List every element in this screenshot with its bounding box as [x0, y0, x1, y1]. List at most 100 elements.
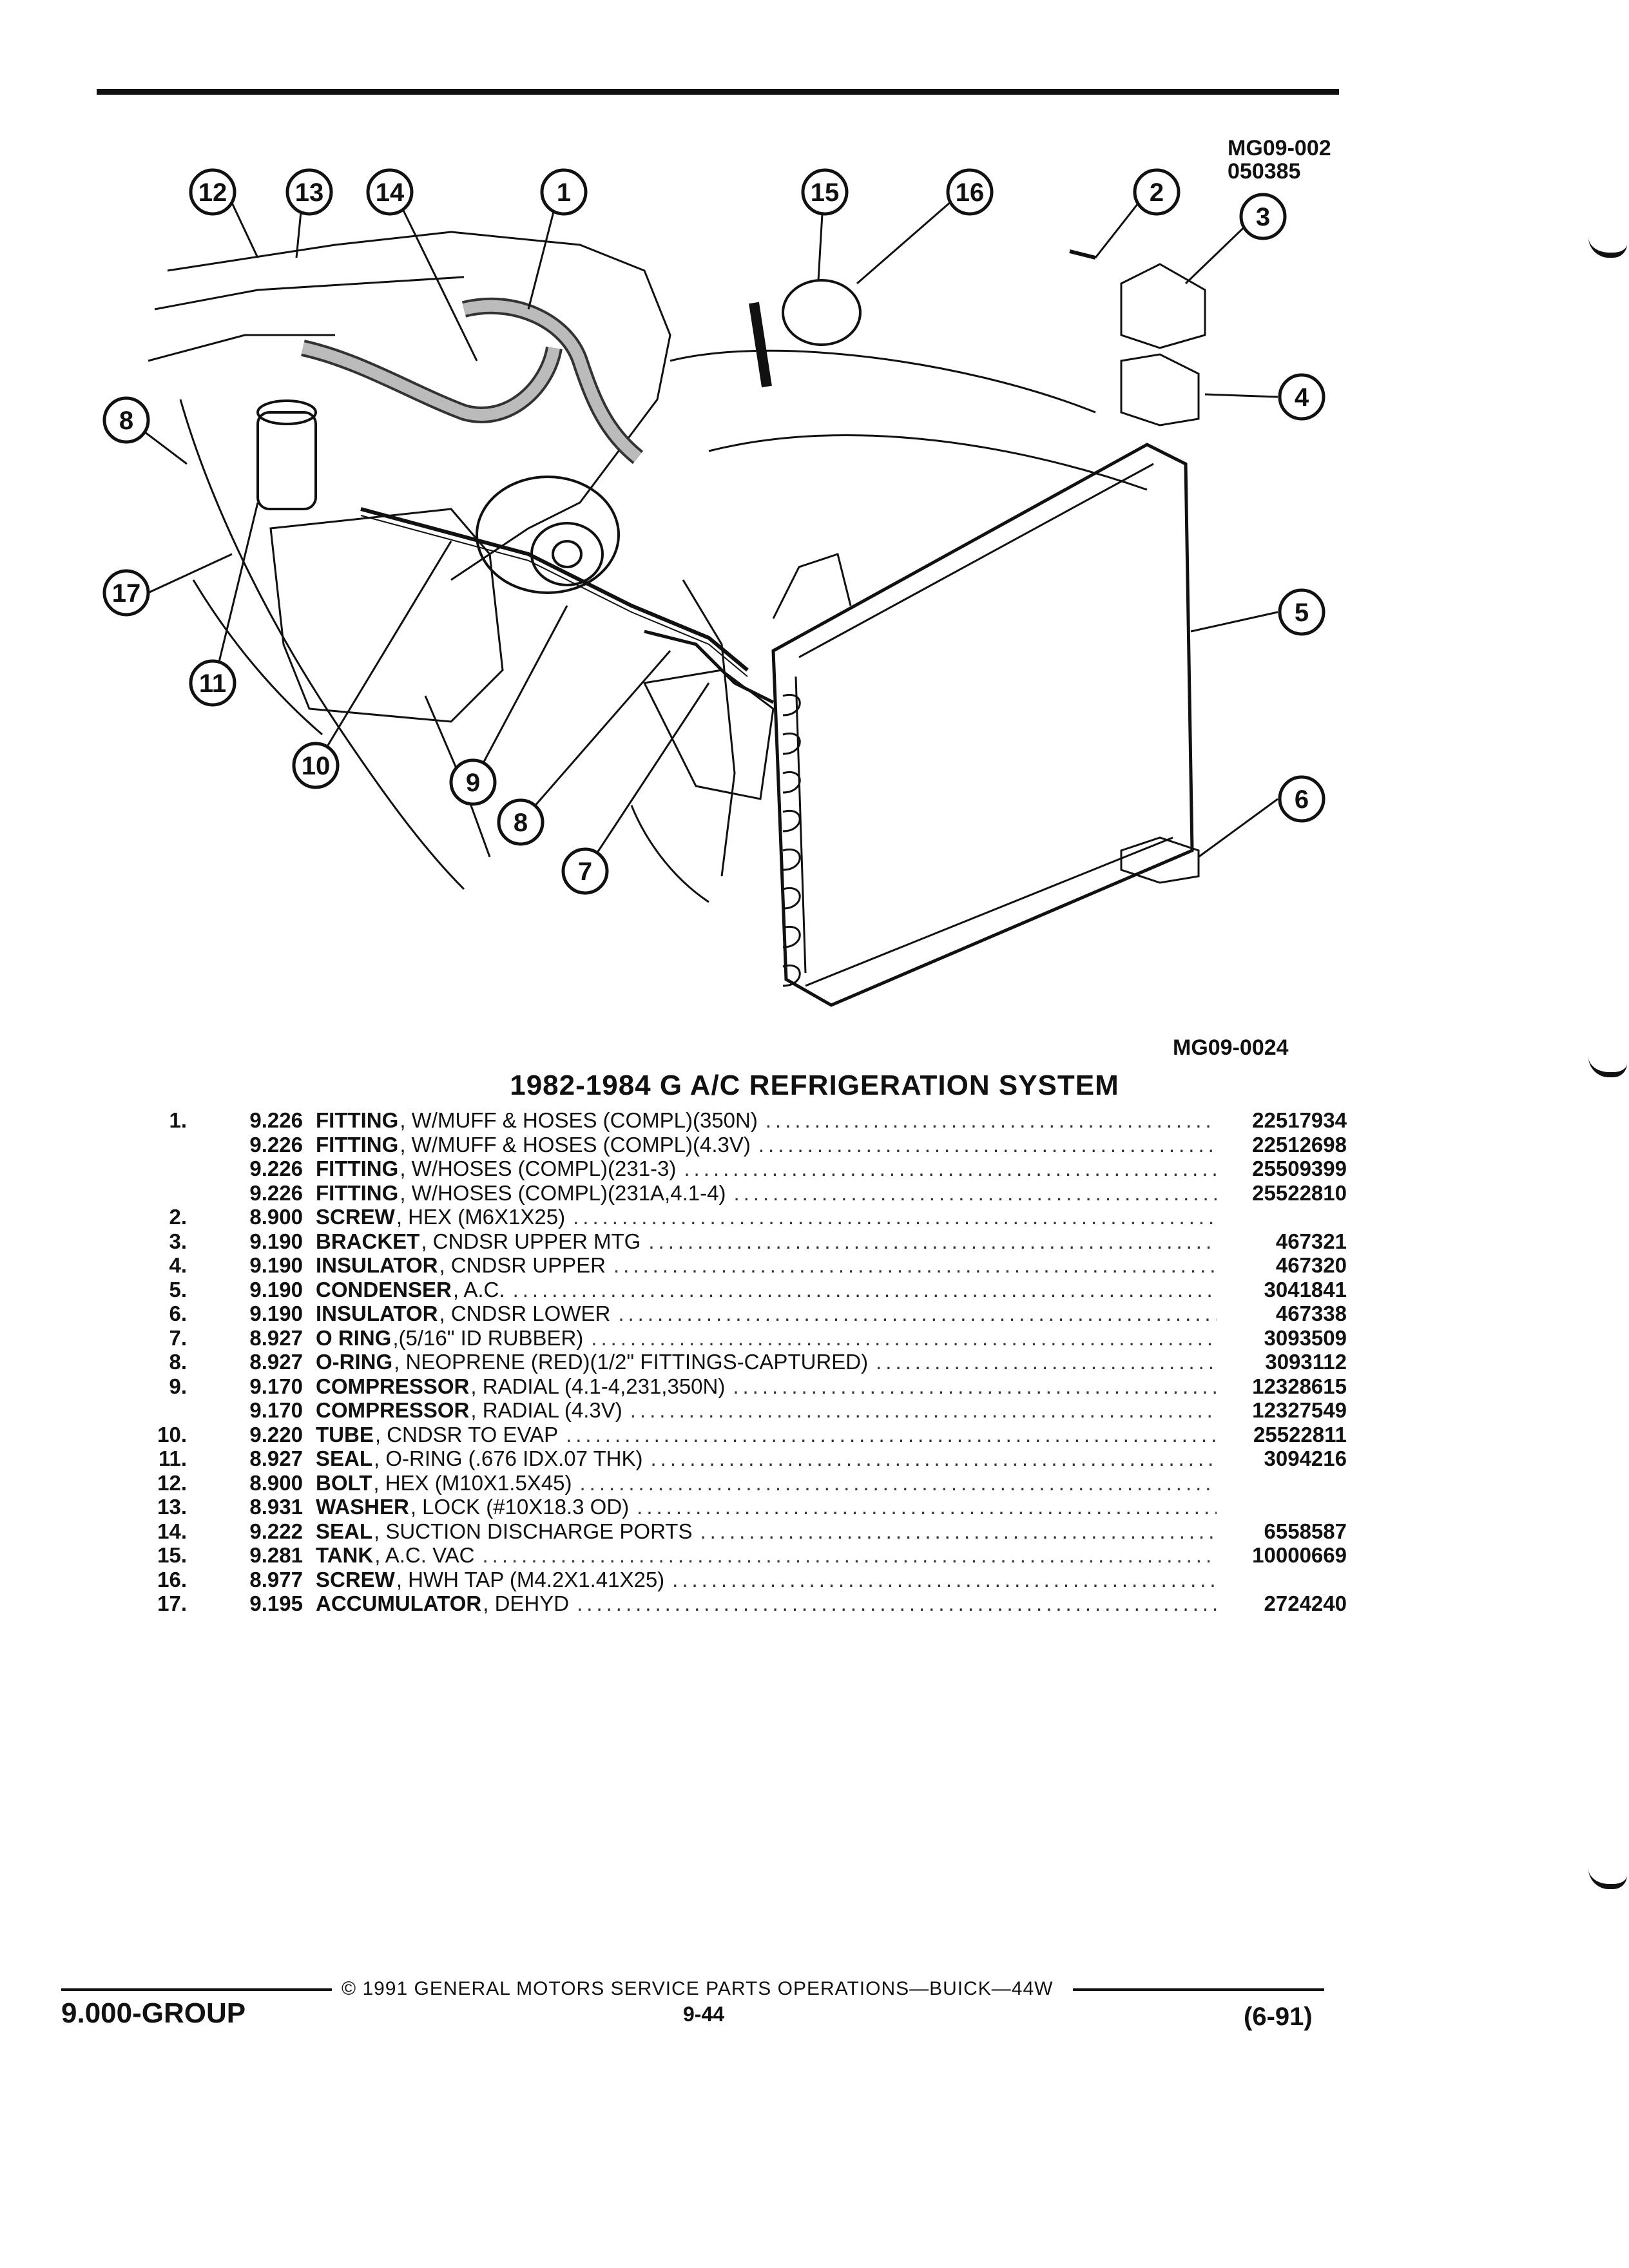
part-number: 467338	[1275, 1302, 1347, 1325]
svg-text:11: 11	[199, 669, 226, 698]
footer-copyright: © 1991 GENERAL MOTORS SERVICE PARTS OPER…	[342, 1978, 1054, 1999]
item-number: 8.	[169, 1350, 187, 1374]
group-code: 8.900	[249, 1205, 303, 1229]
item-number: 7.	[169, 1325, 187, 1350]
group-code: 8.931	[249, 1495, 303, 1519]
svg-text:17: 17	[112, 579, 141, 608]
part-description: SCREW, HEX (M6X1X25)	[316, 1205, 1224, 1229]
part-name: O RING	[316, 1325, 392, 1350]
part-name: SCREW	[316, 1567, 395, 1591]
part-name: FITTING	[316, 1157, 399, 1180]
item-number: 9.	[169, 1374, 187, 1398]
leader-dots	[580, 1471, 1217, 1495]
part-detail: , NEOPRENE (RED)(1/2" FITTINGS-CAPTURED)	[394, 1350, 869, 1374]
group-code: 8.927	[249, 1446, 303, 1470]
page-title: 1982-1984 G A/C REFRIGERATION SYSTEM	[510, 1070, 1119, 1101]
leader-dots	[618, 1302, 1217, 1326]
part-detail: , RADIAL (4.1-4,231,350N)	[470, 1374, 726, 1398]
part-description: WASHER, LOCK (#10X18.3 OD)	[316, 1495, 1224, 1519]
part-detail: , HWH TAP (M4.2X1.41X25)	[396, 1567, 665, 1591]
part-description: FITTING, W/HOSES (COMPL)(231-3)	[316, 1157, 1224, 1181]
top-rule	[97, 89, 1339, 95]
part-name: INSULATOR	[316, 1253, 438, 1277]
ac-system-diagram: 12 13 14 1 15 16 2 3 4 5 6 7 8 9 10 11 1…	[102, 168, 1325, 1007]
part-number: 3093509	[1264, 1325, 1347, 1350]
part-number: 2724240	[1264, 1591, 1347, 1615]
footer-group: 9.000-GROUP	[61, 1997, 246, 2029]
part-detail: , W/MUFF & HOSES (COMPL)(4.3V)	[400, 1132, 751, 1157]
part-description: TANK, A.C. VAC	[316, 1543, 1224, 1568]
engine-bay-linework	[148, 231, 1206, 1007]
part-description: FITTING, W/MUFF & HOSES (COMPL)(350N)	[316, 1108, 1224, 1133]
part-name: SEAL	[316, 1446, 373, 1470]
item-number: 1.	[169, 1108, 187, 1132]
group-code: 8.900	[249, 1470, 303, 1495]
item-number: 4.	[169, 1253, 187, 1277]
part-detail: , A.C.	[452, 1277, 505, 1302]
svg-text:7: 7	[578, 858, 592, 886]
leader-dots	[482, 1543, 1217, 1568]
part-detail: , LOCK (#10X18.3 OD)	[410, 1495, 630, 1519]
leader-dots	[733, 1181, 1217, 1206]
callout-3: 3	[1239, 193, 1287, 240]
leader-dots	[758, 1133, 1217, 1157]
svg-text:12: 12	[198, 178, 227, 207]
group-code: 9.220	[249, 1422, 303, 1446]
part-name: CONDENSER	[316, 1277, 452, 1302]
callout-8-upper: 8	[102, 396, 150, 444]
part-description: TUBE, CNDSR TO EVAP	[316, 1423, 1224, 1447]
leader-dots	[684, 1157, 1217, 1181]
part-number: 6558587	[1264, 1519, 1347, 1543]
part-detail: , CNDSR UPPER	[439, 1253, 606, 1277]
leader-dots	[637, 1495, 1217, 1519]
group-code: 9.170	[249, 1374, 303, 1398]
group-code: 9.190	[249, 1253, 303, 1277]
svg-text:5: 5	[1295, 599, 1309, 627]
part-name: BRACKET	[316, 1229, 420, 1253]
callout-5: 5	[1278, 588, 1325, 636]
leader-dots	[876, 1350, 1217, 1374]
parts-list-row: 1. 9.226 FITTING, W/MUFF & HOSES (COMPL)(3…	[142, 1108, 1347, 1133]
callout-7: 7	[561, 847, 609, 895]
part-detail: , CNDSR UPPER MTG	[421, 1229, 641, 1253]
parts-list: 1. 9.226 FITTING, W/MUFF & HOSES (COMPL)(3…	[142, 1108, 1347, 1616]
part-name: SEAL	[316, 1519, 373, 1543]
group-code: 9.226	[249, 1157, 303, 1180]
svg-text:14: 14	[376, 178, 405, 207]
part-number: 3094216	[1264, 1446, 1347, 1470]
group-code: 9.170	[249, 1398, 303, 1422]
part-number: 22512698	[1252, 1132, 1347, 1157]
margin-tab-mark	[1588, 237, 1627, 258]
group-code: 9.226	[249, 1108, 303, 1132]
footer-page-number: 9-44	[683, 2003, 725, 2026]
figure-date: 050385	[1228, 159, 1301, 184]
svg-text:1: 1	[557, 178, 571, 207]
callouts: 12 13 14 1 15 16 2 3 4 5 6 7 8 9 10 11 1…	[102, 168, 1325, 895]
part-description: FITTING, W/HOSES (COMPL)(231A,4.1-4)	[316, 1181, 1224, 1206]
part-description: INSULATOR, CNDSR LOWER	[316, 1302, 1224, 1326]
item-number: 5.	[169, 1277, 187, 1302]
leader-dots	[648, 1229, 1217, 1254]
part-description: CONDENSER, A.C.	[316, 1278, 1224, 1302]
part-number: 10000669	[1252, 1543, 1347, 1567]
item-number: 17.	[157, 1591, 187, 1615]
part-detail: , W/HOSES (COMPL)(231-3)	[400, 1157, 677, 1180]
part-number: 467321	[1275, 1229, 1347, 1253]
svg-text:8: 8	[119, 407, 133, 435]
callout-11: 11	[189, 659, 236, 707]
svg-text:10: 10	[302, 752, 331, 780]
callout-2: 2	[1133, 168, 1181, 216]
part-description: FITTING, W/MUFF & HOSES (COMPL)(4.3V)	[316, 1133, 1224, 1157]
group-code: 9.226	[249, 1180, 303, 1205]
part-detail: , DEHYD	[483, 1591, 570, 1615]
